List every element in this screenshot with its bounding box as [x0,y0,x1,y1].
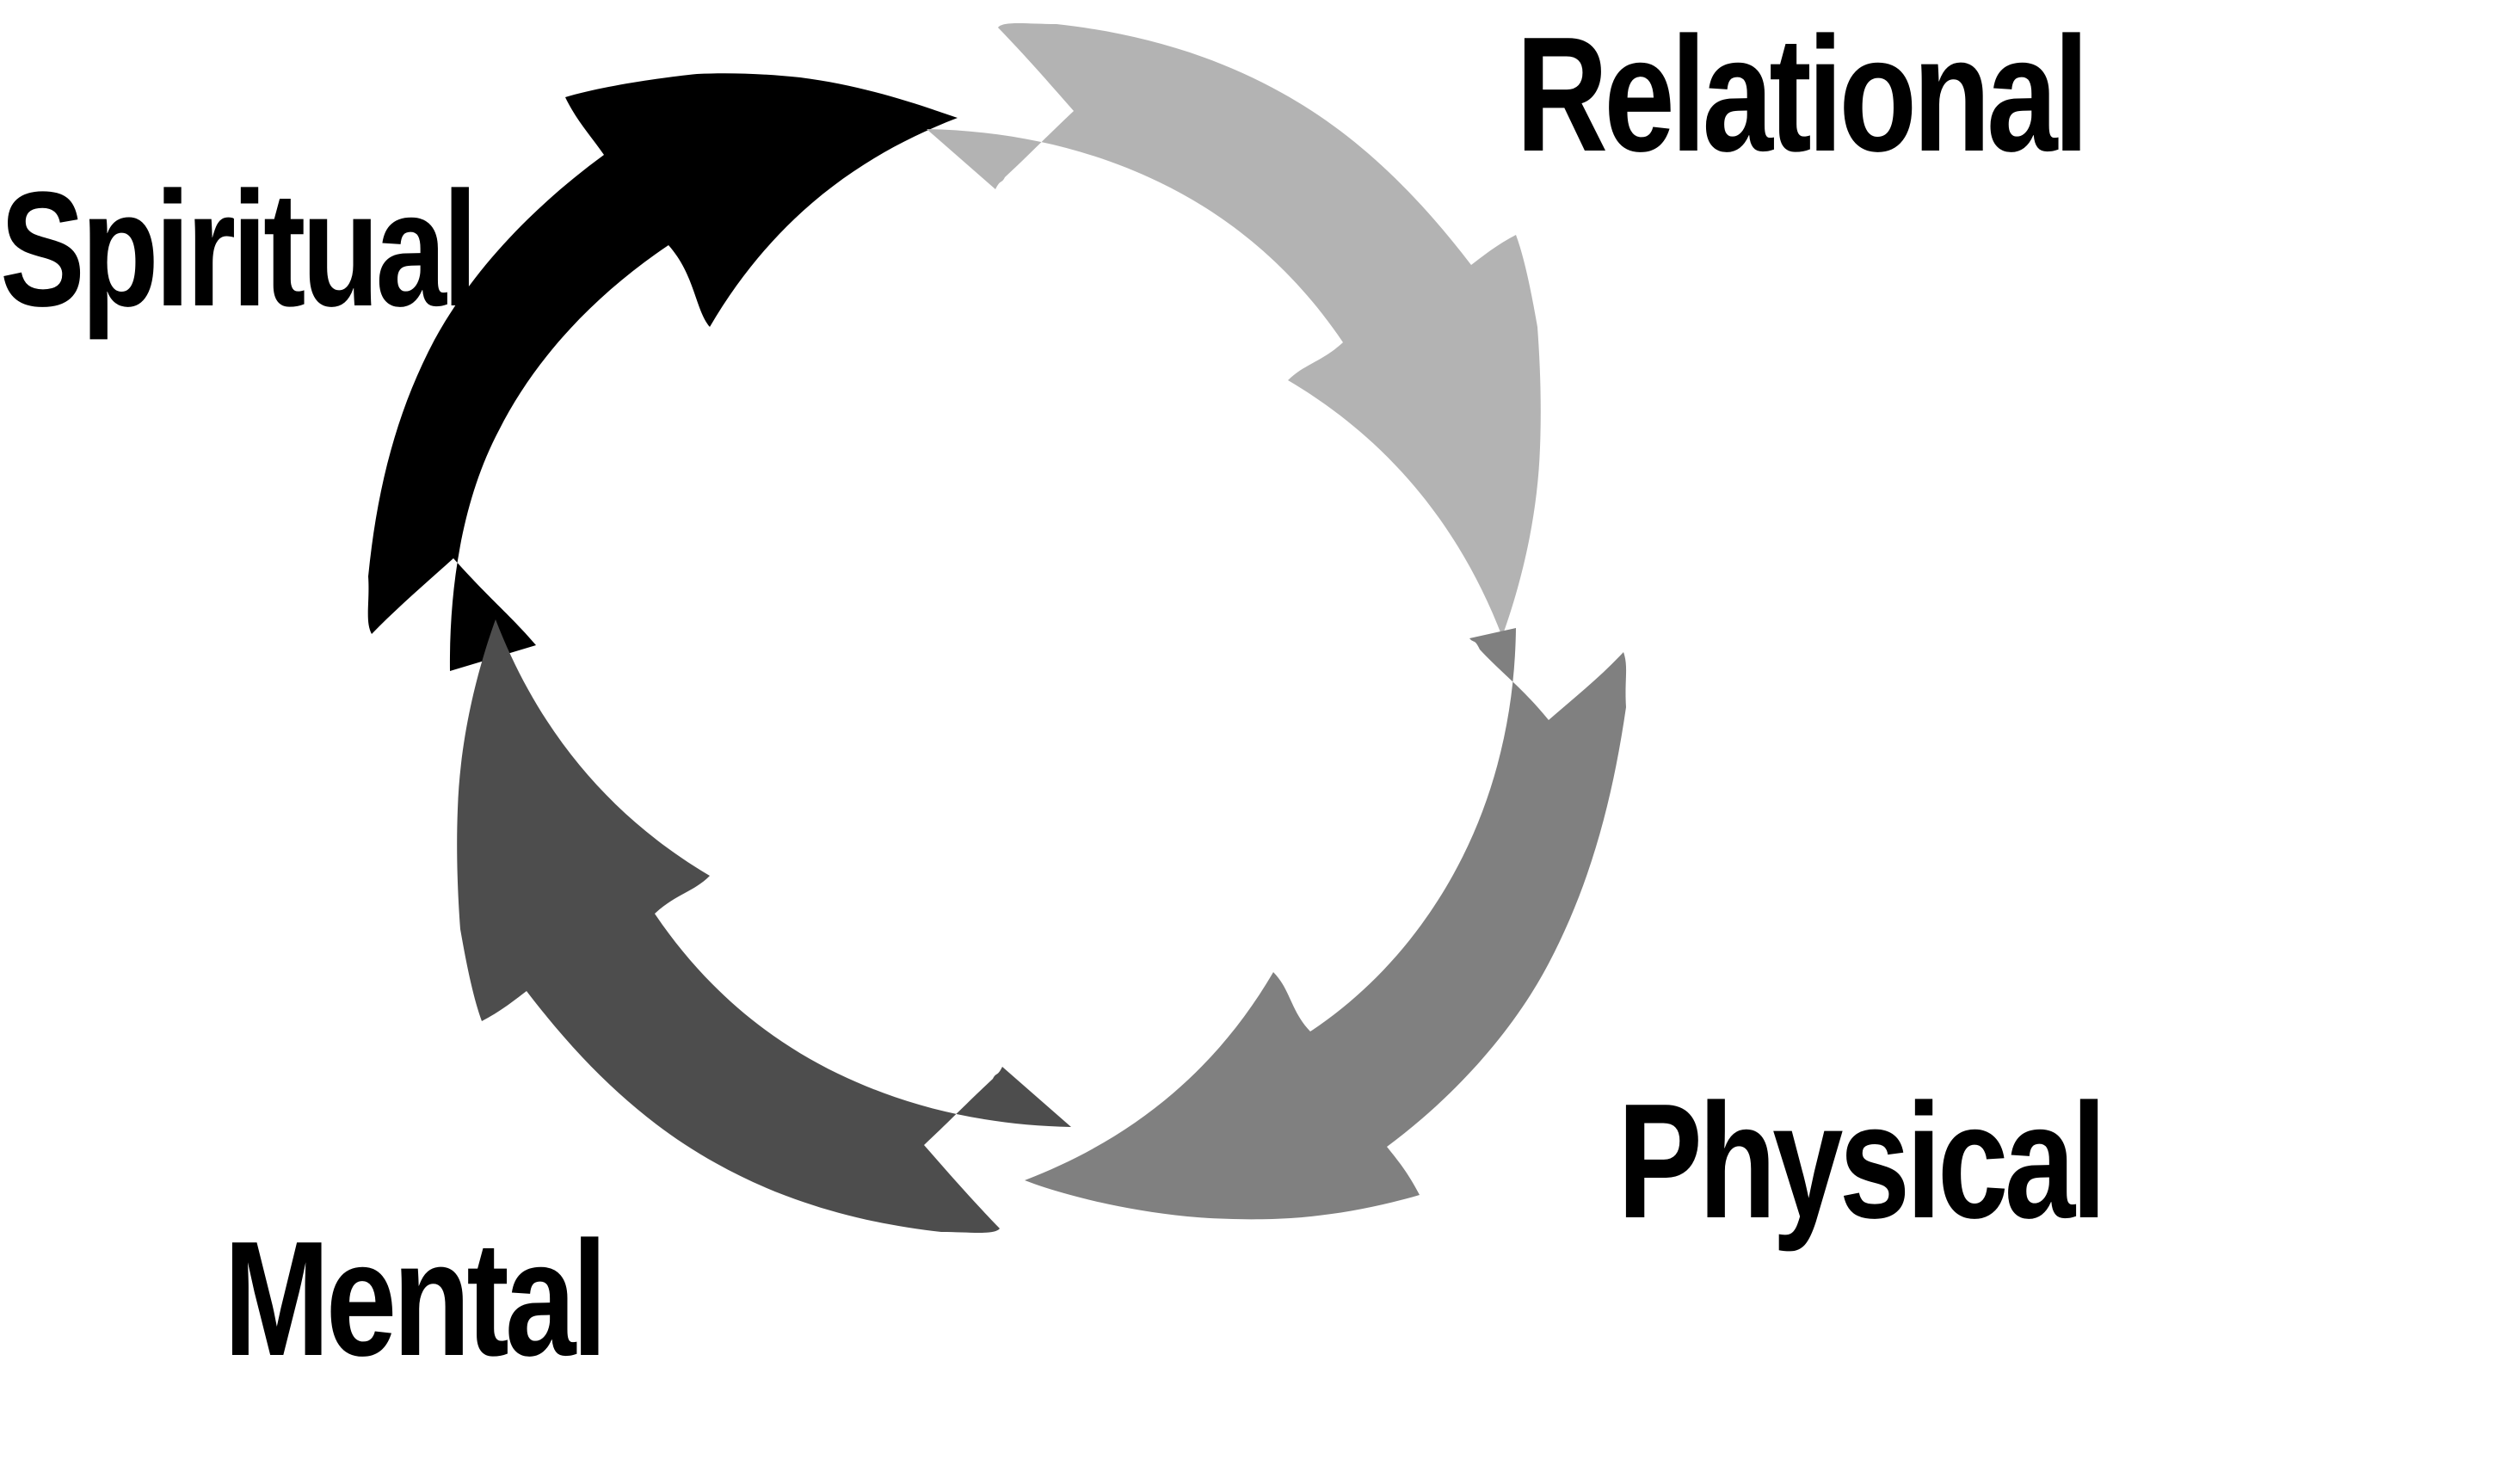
relational-arrow [927,23,1541,637]
label-physical: Physical [1617,1070,2107,1253]
spiritual-arrow [367,73,958,671]
physical-arrow [1025,628,1627,1220]
label-relational: Relational [1516,3,2089,186]
mental-arrow [457,619,1071,1233]
label-mental: Mental [224,1208,607,1390]
label-spiritual: Spiritual [0,158,477,341]
